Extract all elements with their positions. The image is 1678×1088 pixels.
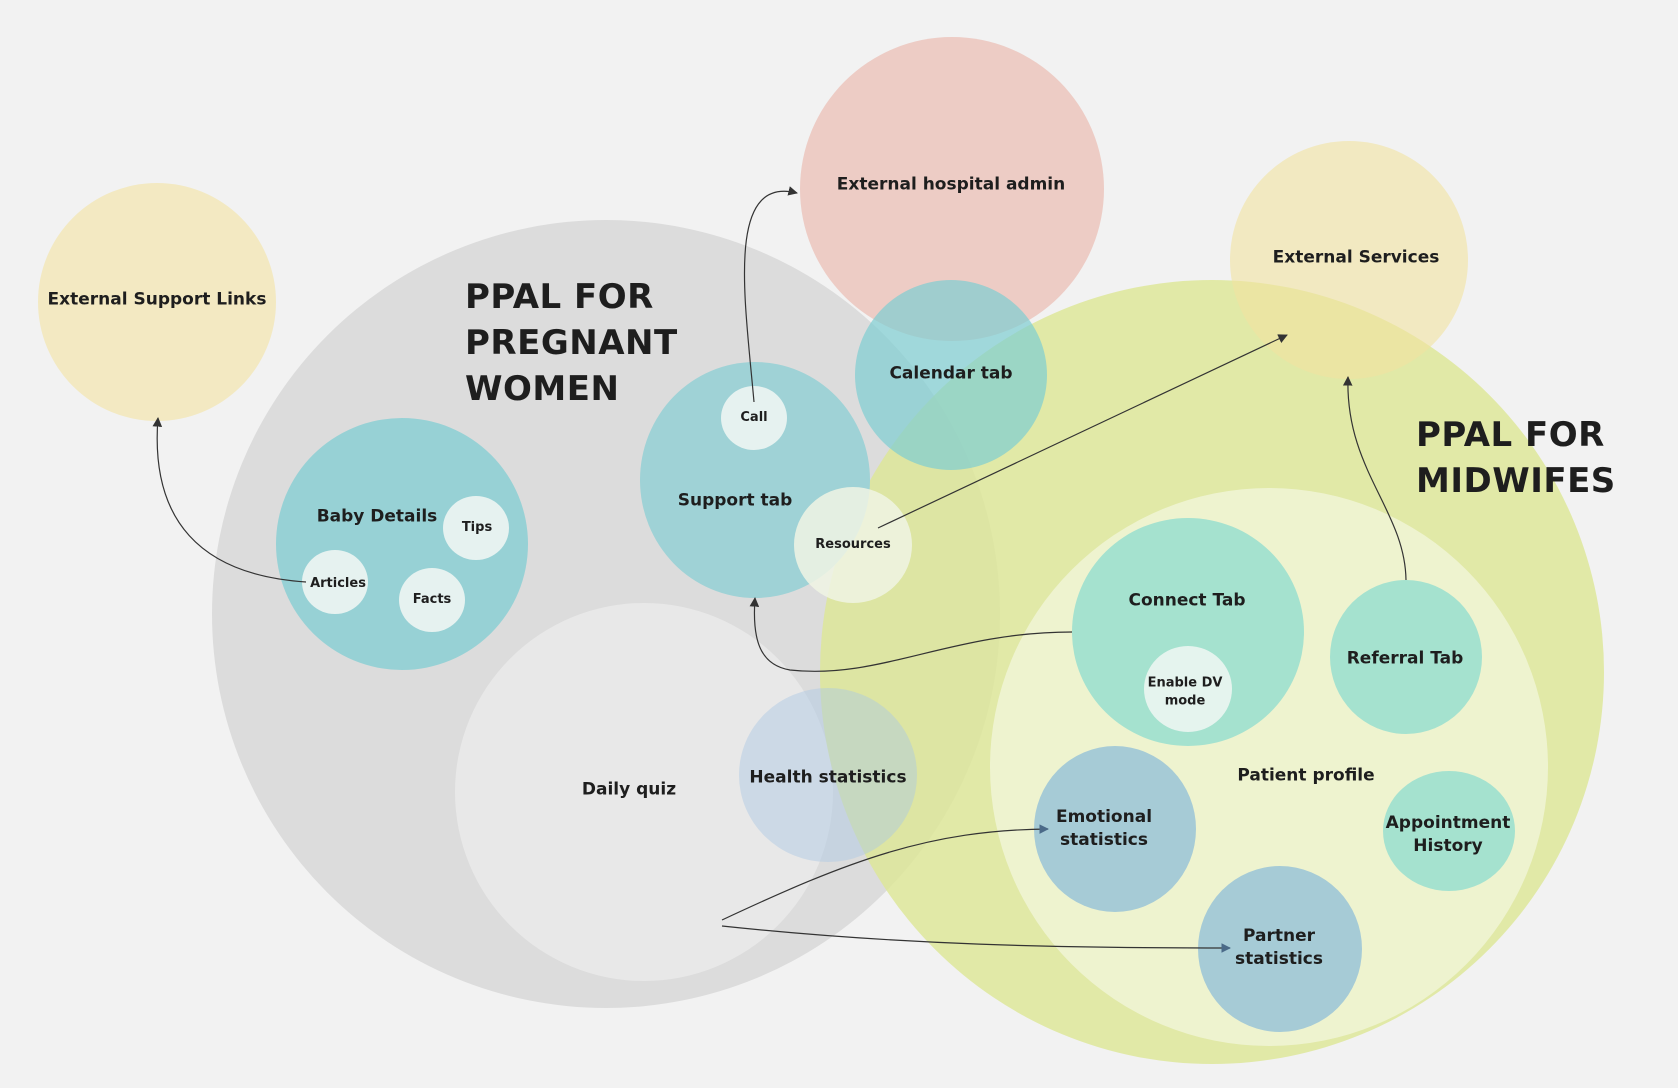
daily-quiz-label: Daily quiz [581, 779, 677, 800]
partner-statistics-label: Partner statistics [1235, 926, 1323, 969]
edge-referral-tab-to-external-services [1342, 376, 1407, 581]
edge-connect-tab-to-support-tab [749, 597, 1073, 672]
edge-resources-to-external-services [877, 334, 1288, 529]
emotional-statistics-circle[interactable] [1034, 746, 1196, 912]
midwife-app-title: PPAL FOR MIDWIFES [1416, 415, 1616, 502]
health-statistics-label: Health statistics [749, 767, 907, 788]
referral-tab-circle[interactable] [1330, 580, 1482, 734]
edge-daily-quiz-to-emotional-statistics [721, 824, 1049, 921]
connect-tab-label: Connect Tab [1128, 590, 1246, 611]
calendar-tab-circle[interactable] [855, 280, 1047, 470]
call-label: Call [740, 410, 768, 426]
appointment-history-label: Appointment History [1385, 813, 1511, 856]
tips-circle[interactable] [443, 496, 509, 560]
external-hospital-admin-label: External hospital admin [836, 174, 1066, 195]
enable-dv-mode-circle[interactable] [1144, 646, 1232, 732]
resources-circle[interactable] [794, 487, 912, 603]
appointment-history-circle[interactable] [1383, 771, 1515, 891]
external-services-circle[interactable] [1230, 141, 1468, 379]
referral-tab-label: Referral Tab [1346, 648, 1464, 669]
facts-circle[interactable] [399, 568, 465, 632]
emotional-statistics-label: Emotional statistics [1055, 807, 1153, 850]
baby-details-label: Baby Details [316, 506, 438, 527]
edge-call-to-external-hospital-admin [743, 186, 798, 403]
tips-label: Tips [461, 520, 493, 536]
health-statistics-circle[interactable] [739, 688, 917, 862]
external-support-links-circle[interactable] [38, 183, 276, 421]
patient-profile-label: Patient profile [1237, 765, 1375, 786]
edge-articles-to-external-support-links [152, 417, 307, 583]
resources-label: Resources [815, 537, 891, 553]
external-support-links-label: External Support Links [47, 289, 267, 310]
external-services-label: External Services [1272, 247, 1440, 268]
articles-label: Articles [310, 576, 366, 592]
enable-dv-mode-label: Enable DV mode [1147, 675, 1223, 708]
articles-circle[interactable] [302, 550, 368, 614]
calendar-tab-label: Calendar tab [889, 363, 1013, 384]
support-tab-label: Support tab [677, 490, 793, 511]
facts-label: Facts [412, 592, 452, 608]
edge-daily-quiz-to-partner-statistics [721, 925, 1231, 953]
pregnant-app-title: PPAL FOR PREGNANT WOMEN [465, 277, 678, 410]
daily-quiz-circle[interactable] [455, 603, 833, 981]
